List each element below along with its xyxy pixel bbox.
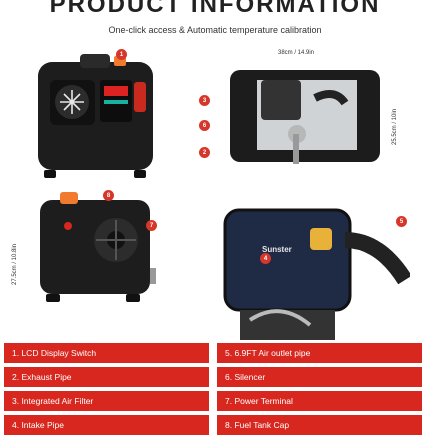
callout-badge-3: 3 bbox=[199, 95, 210, 106]
legend-item-4: 4. Intake Pipe bbox=[4, 415, 209, 435]
callout-badge-1: 1 bbox=[116, 49, 127, 60]
legend-item-2: 2. Exhaust Pipe bbox=[4, 367, 209, 387]
page-subtitle: One-click access & Automatic temperature… bbox=[108, 25, 322, 35]
legend-item-5: 5. 6.9FT Air outlet pipe bbox=[217, 343, 422, 363]
height-dimension-right: 25.5cm / 10in bbox=[392, 108, 398, 145]
back-view-image bbox=[220, 200, 412, 340]
legend-item-3: 3. Integrated Air Filter bbox=[4, 391, 209, 411]
side-view-image bbox=[30, 188, 160, 308]
legend-row: 3. Integrated Air Filter 7. Power Termin… bbox=[4, 391, 426, 411]
page-title: PRODUCT INFORMATION bbox=[49, 0, 381, 18]
height-dimension-left: 27.5cm / 10.8in bbox=[12, 243, 18, 285]
legend-panel: 1. LCD Display Switch 5. 6.9FT Air outle… bbox=[0, 340, 430, 435]
front-view-image bbox=[30, 50, 160, 185]
brand-label: Sunster bbox=[262, 245, 292, 254]
callout-badge-7: 7 bbox=[146, 220, 157, 231]
legend-item-7: 7. Power Terminal bbox=[217, 391, 422, 411]
callout-badge-8: 8 bbox=[103, 190, 114, 201]
legend-row: 4. Intake Pipe 8. Fuel Tank Cap bbox=[4, 415, 426, 435]
width-dimension-label: 38cm / 14.9in bbox=[278, 50, 315, 56]
bottom-view-image bbox=[225, 58, 385, 178]
callout-badge-4: 4 bbox=[260, 253, 271, 264]
legend-item-6: 6. Silencer bbox=[217, 367, 422, 387]
legend-item-8: 8. Fuel Tank Cap bbox=[217, 415, 422, 435]
callout-badge-2: 2 bbox=[199, 147, 210, 158]
legend-row: 1. LCD Display Switch 5. 6.9FT Air outle… bbox=[4, 343, 426, 363]
callout-badge-6: 6 bbox=[199, 120, 210, 131]
callout-badge-5: 5 bbox=[396, 216, 407, 227]
legend-row: 2. Exhaust Pipe 6. Silencer bbox=[4, 367, 426, 387]
legend-item-1: 1. LCD Display Switch bbox=[4, 343, 209, 363]
